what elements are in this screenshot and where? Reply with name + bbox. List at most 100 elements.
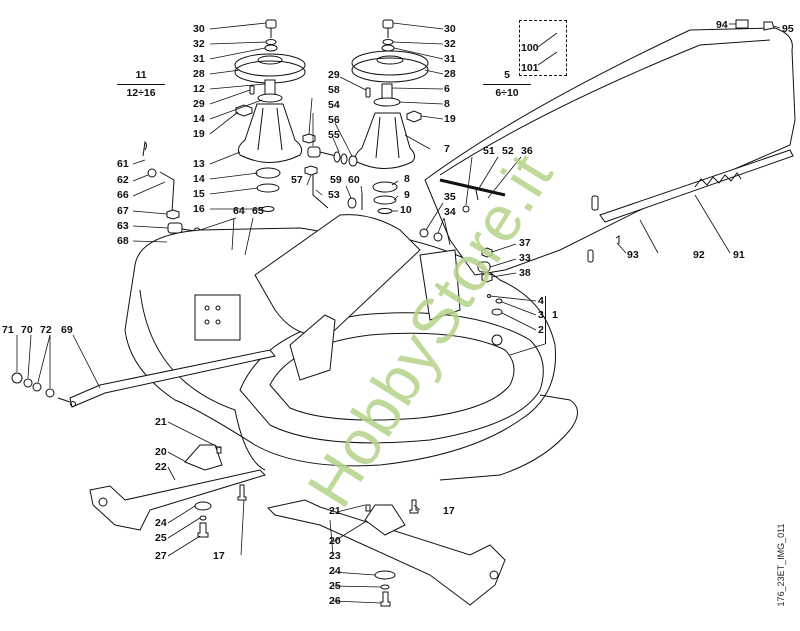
part-label[interactable]: 54 bbox=[328, 99, 340, 111]
part-label[interactable]: 28 bbox=[444, 68, 456, 80]
part-label[interactable]: 56 bbox=[328, 114, 340, 126]
spindle-housing-7 bbox=[354, 112, 416, 169]
part-label[interactable]: 17 bbox=[443, 505, 455, 517]
part-label[interactable]: 64 bbox=[233, 205, 245, 217]
part-label[interactable]: 29 bbox=[328, 69, 340, 81]
spindle-housing-13 bbox=[237, 103, 303, 163]
leader-lines bbox=[16, 22, 781, 604]
part-label[interactable]: 38 bbox=[519, 267, 531, 279]
part-label[interactable]: 32 bbox=[193, 38, 205, 50]
right-spindle-assembly bbox=[351, 19, 429, 214]
part-label[interactable]: 53 bbox=[328, 189, 340, 201]
part-label[interactable]: 72 bbox=[40, 324, 52, 336]
part-label[interactable]: 13 bbox=[193, 158, 205, 170]
part-label[interactable]: 63 bbox=[117, 220, 129, 232]
part-label[interactable]: 30 bbox=[444, 23, 456, 35]
blade-22 bbox=[89, 469, 266, 531]
part-label[interactable]: 12 bbox=[193, 83, 205, 95]
part-label[interactable]: 14 bbox=[193, 113, 205, 125]
part-label[interactable]: 21 bbox=[155, 416, 167, 428]
part-label[interactable]: 65 bbox=[252, 205, 264, 217]
part-label[interactable]: 58 bbox=[328, 84, 340, 96]
housing-rib-l1 bbox=[257, 107, 264, 151]
part-label[interactable]: 9 bbox=[404, 189, 410, 201]
part-label[interactable]: 21 bbox=[329, 505, 341, 517]
part-label[interactable]: 57 bbox=[291, 174, 303, 186]
part-label[interactable]: 70 bbox=[21, 324, 33, 336]
part-label[interactable]: 36 bbox=[521, 145, 533, 157]
nut-67 bbox=[166, 209, 180, 220]
link-rod-assembly bbox=[11, 349, 276, 408]
bolt-17-left bbox=[237, 484, 247, 501]
part-label[interactable]: 66 bbox=[117, 189, 129, 201]
bolt-27 bbox=[197, 522, 209, 538]
part-label[interactable]: 68 bbox=[117, 235, 129, 247]
part-label[interactable]: 4 bbox=[538, 295, 544, 307]
part-label[interactable]: 71 bbox=[2, 324, 14, 336]
part-label[interactable]: 3 bbox=[538, 309, 544, 321]
washer-51 bbox=[462, 205, 470, 213]
part-label[interactable]: 32 bbox=[444, 38, 456, 50]
part-label[interactable]: 25 bbox=[155, 532, 167, 544]
part-label[interactable]: 59 bbox=[330, 174, 342, 186]
part-label[interactable]: 52 bbox=[502, 145, 514, 157]
part-label[interactable]: 51 bbox=[483, 145, 495, 157]
bolt-55 bbox=[319, 151, 337, 157]
part-label[interactable]: 26 bbox=[329, 595, 341, 607]
part-label[interactable]: 33 bbox=[519, 252, 531, 264]
washer-70 bbox=[23, 378, 33, 388]
part-label[interactable]: 8 bbox=[404, 173, 410, 185]
part-label[interactable]: 25 bbox=[329, 580, 341, 592]
part-label[interactable]: 16 bbox=[193, 203, 205, 215]
part-label[interactable]: 67 bbox=[117, 205, 129, 217]
part-label[interactable]: 31 bbox=[444, 53, 456, 65]
pivot-54 bbox=[307, 146, 321, 158]
part-label[interactable]: 17 bbox=[213, 550, 225, 562]
part-label[interactable]: 95 bbox=[782, 23, 794, 35]
part-label[interactable]: 29 bbox=[193, 98, 205, 110]
part-label[interactable]: 10 bbox=[400, 204, 412, 216]
part-label[interactable]: 28 bbox=[193, 68, 205, 80]
part-label[interactable]: 20 bbox=[155, 446, 167, 458]
part-label[interactable]: 14 bbox=[193, 173, 205, 185]
part-label[interactable]: 20 bbox=[329, 535, 341, 547]
blade-23 bbox=[266, 499, 506, 606]
part-label[interactable]: 15 bbox=[193, 188, 205, 200]
part-label[interactable]: 24 bbox=[155, 517, 167, 529]
blade-left-assembly bbox=[89, 444, 266, 538]
mower-deck bbox=[124, 214, 578, 481]
key-21-left bbox=[216, 446, 222, 454]
part-label[interactable]: 92 bbox=[693, 249, 705, 261]
part-label[interactable]: 2 bbox=[538, 324, 544, 336]
bracket-hole-3 bbox=[204, 319, 210, 325]
rod-53 bbox=[312, 175, 329, 209]
part-label[interactable]: 93 bbox=[627, 249, 639, 261]
part-label[interactable]: 60 bbox=[348, 174, 360, 186]
part-label[interactable]: 30 bbox=[193, 23, 205, 35]
part-label[interactable]: 24 bbox=[329, 565, 341, 577]
part-label[interactable]: 19 bbox=[444, 113, 456, 125]
part-label[interactable]: 27 bbox=[155, 550, 167, 562]
washer-62 bbox=[147, 168, 157, 178]
part-label[interactable]: 22 bbox=[155, 461, 167, 473]
part-label[interactable]: 23 bbox=[329, 550, 341, 562]
part-label[interactable]: 62 bbox=[117, 174, 129, 186]
guard-rail-92 bbox=[599, 149, 794, 223]
blade-hub-20-right bbox=[364, 504, 406, 536]
part-label[interactable]: 8 bbox=[444, 98, 450, 110]
part-label[interactable]: 55 bbox=[328, 129, 340, 141]
part-label[interactable]: 34 bbox=[444, 206, 456, 218]
part-label[interactable]: 100 bbox=[521, 42, 539, 54]
part-label[interactable]: 37 bbox=[519, 237, 531, 249]
part-label[interactable]: 7 bbox=[444, 143, 450, 155]
part-label[interactable]: 31 bbox=[193, 53, 205, 65]
part-label[interactable]: 1 bbox=[552, 309, 558, 321]
part-label[interactable]: 91 bbox=[733, 249, 745, 261]
part-label[interactable]: 94 bbox=[716, 19, 728, 31]
part-label[interactable]: 101 bbox=[521, 62, 539, 74]
part-label[interactable]: 19 bbox=[193, 128, 205, 140]
part-label[interactable]: 69 bbox=[61, 324, 73, 336]
part-label[interactable]: 61 bbox=[117, 158, 129, 170]
part-label[interactable]: 6 bbox=[444, 83, 450, 95]
part-label[interactable]: 35 bbox=[444, 191, 456, 203]
